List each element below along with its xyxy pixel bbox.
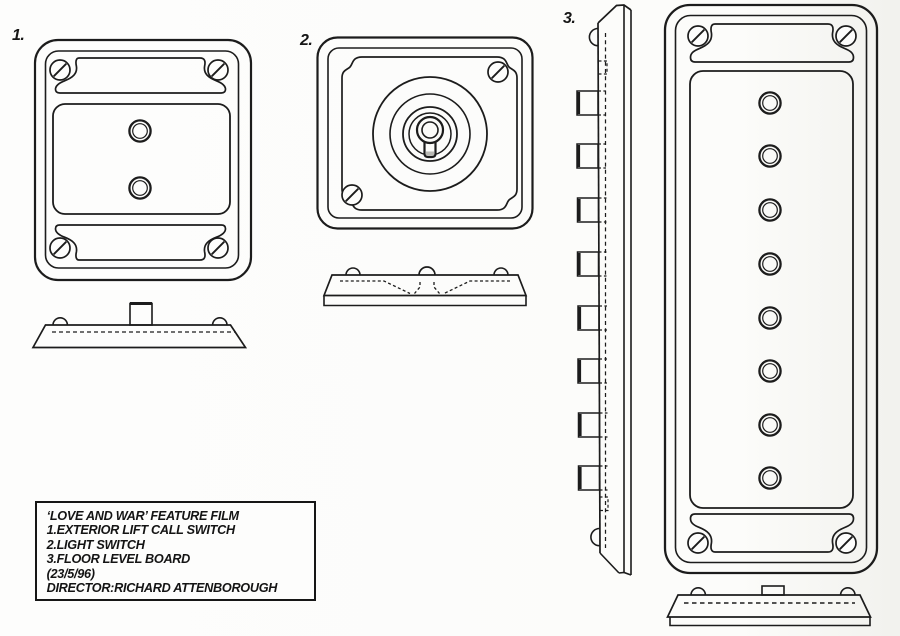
legend-line-item-2: 2.LIGHT SWITCH xyxy=(46,536,145,552)
screw xyxy=(341,184,363,206)
figure-2-label: 2. xyxy=(300,32,313,49)
base-profile xyxy=(322,274,528,297)
screw-head-bump xyxy=(493,267,509,276)
screw-head-bump xyxy=(690,587,707,596)
screw xyxy=(687,25,709,47)
toggle-knob-inner xyxy=(421,121,439,139)
screw xyxy=(49,237,71,259)
lamp-housing xyxy=(575,142,608,170)
lamp-housing xyxy=(576,304,609,332)
bottom-recess xyxy=(54,224,227,261)
screw xyxy=(207,59,229,81)
lamp-housing xyxy=(576,357,609,385)
lift-call-switch-side-view xyxy=(31,302,248,349)
screw xyxy=(687,532,709,554)
board-thickness-edges xyxy=(623,5,632,575)
lamp-housing xyxy=(576,250,608,278)
lamp-panel xyxy=(689,70,854,509)
indicator-lamp xyxy=(758,466,782,490)
figure-3-label: 3. xyxy=(563,10,576,27)
base-plinth xyxy=(669,617,871,627)
faceplate-inner-border xyxy=(327,47,523,219)
legend-line-film-title: ‘LOVE AND WAR’ FEATURE FILM xyxy=(46,508,239,523)
base-plinth xyxy=(323,295,527,307)
legend-line-item-1: 1.EXTERIOR LIFT CALL SWITCH xyxy=(46,522,236,538)
light-switch-front-view xyxy=(316,36,534,230)
base-profile xyxy=(666,594,872,618)
screw xyxy=(49,59,71,81)
switch-panel xyxy=(341,56,518,211)
figure-1-label: 1. xyxy=(12,27,25,44)
legend-line-date: (23/5/96) xyxy=(46,565,95,581)
lift-call-switch-front-view xyxy=(33,38,253,282)
board-bottom-edge xyxy=(599,552,632,576)
base-profile xyxy=(31,324,248,349)
toggle-lever-shade xyxy=(426,151,434,156)
screw xyxy=(487,61,509,83)
faceplate-outline xyxy=(663,3,879,575)
board-top-edge xyxy=(597,4,632,24)
lamp-housing xyxy=(577,464,609,492)
hidden-edges-dashed xyxy=(340,280,510,295)
floor-board-bottom-view xyxy=(666,585,872,627)
legend-line-director: DIRECTOR:RICHARD ATTENBOROUGH xyxy=(46,580,278,596)
screw-head-bump xyxy=(52,317,69,326)
floor-board-side-view xyxy=(575,4,632,576)
lamp-housing xyxy=(576,196,608,224)
toggle-switch xyxy=(372,76,488,192)
switch-dome-outer xyxy=(402,106,458,162)
screw-head-bump xyxy=(345,267,361,276)
indicator-lamp xyxy=(758,252,782,276)
lamp-housing xyxy=(577,411,609,439)
screw-head-bump xyxy=(211,317,228,326)
legend-line-item-3: 3.FLOOR LEVEL BOARD xyxy=(46,551,191,567)
faceplate-inner-border xyxy=(44,50,240,269)
legend-text: ‘LOVE AND WAR’ FEATURE FILM 1.EXTERIOR L… xyxy=(37,503,303,595)
screw-head-bump xyxy=(590,527,600,547)
switch-base-outer xyxy=(372,76,488,192)
screw-head-bump xyxy=(588,27,599,47)
toggle-bump xyxy=(418,266,436,276)
light-switch-side-view xyxy=(322,266,528,307)
legend-box: ‘LOVE AND WAR’ FEATURE FILM 1.EXTERIOR L… xyxy=(35,501,316,601)
lamp-housing xyxy=(575,89,608,117)
faceplate-outline xyxy=(33,38,253,282)
call-button-up xyxy=(128,119,152,143)
floor-board-front-view xyxy=(663,3,879,575)
screw-head-bump xyxy=(839,587,856,596)
screw xyxy=(835,532,857,554)
switch-base-mid xyxy=(389,93,471,175)
indicator-lamp xyxy=(758,144,782,168)
indicator-lamp xyxy=(758,91,782,115)
screw xyxy=(835,25,857,47)
top-recess xyxy=(689,23,855,63)
cable-boss xyxy=(761,585,785,596)
indicator-lamp xyxy=(758,359,782,383)
indicator-lamp xyxy=(758,413,782,437)
bottom-recess xyxy=(689,513,855,553)
cable-boss xyxy=(129,302,153,326)
indicator-lamp xyxy=(758,198,782,222)
button-panel xyxy=(52,103,231,215)
faceplate-inner-border xyxy=(674,14,868,564)
top-recess xyxy=(54,57,227,94)
faceplate-outline xyxy=(316,36,534,230)
indicator-lamp xyxy=(758,306,782,330)
screw xyxy=(207,237,229,259)
toggle-knob-outer xyxy=(415,115,445,145)
call-button-down xyxy=(128,176,152,200)
